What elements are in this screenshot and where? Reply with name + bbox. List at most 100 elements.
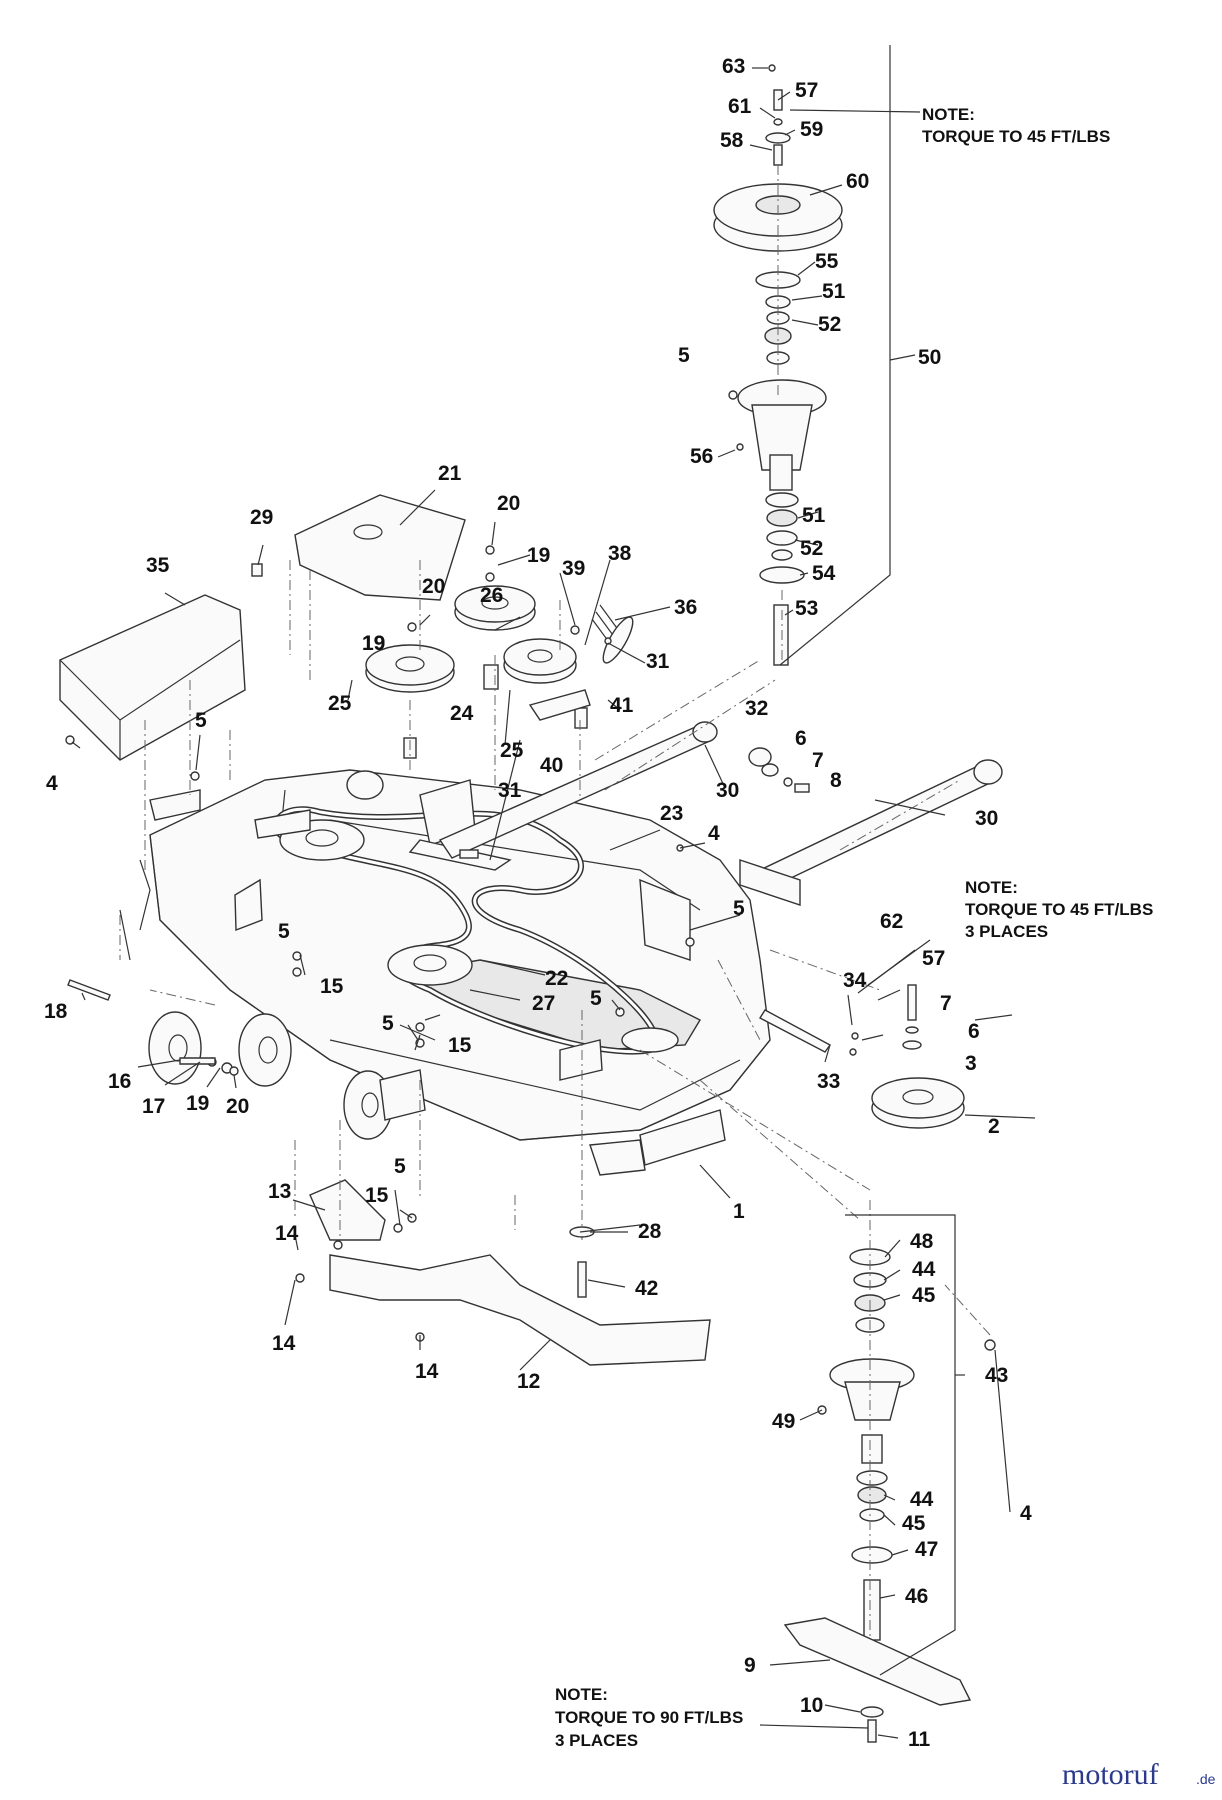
assembly-lines [119,45,991,1676]
callout: 20 [422,575,445,598]
callout: 48 [910,1230,934,1253]
callout: 50 [918,346,941,369]
callout: 22 [545,967,568,990]
callout: 29 [250,506,273,529]
spindle-housing-upper [737,379,827,666]
callout: 45 [902,1512,926,1535]
callout: 25 [328,692,352,715]
callout: 20 [497,492,520,515]
callout: 42 [635,1277,658,1300]
callout: 16 [108,1070,131,1093]
callout: 19 [362,632,385,655]
callout: 56 [690,445,713,468]
callout: 6 [968,1020,980,1043]
outer-spindle-pulley [871,984,965,1129]
callout: 4 [708,822,720,845]
note-bottom: NOTE: TORQUE TO 90 FT/LBS 3 PLACES [555,1685,743,1750]
callout: 40 [540,754,563,777]
callout: 19 [527,544,550,567]
callout: 14 [415,1360,439,1383]
callout: 59 [800,118,823,141]
callout: 27 [532,992,555,1015]
callout: 7 [940,992,952,1015]
callout: 34 [843,969,867,992]
callout: 2 [988,1115,1000,1138]
callout: 17 [142,1095,165,1118]
note-bottom-line-1: NOTE: [555,1685,608,1704]
note-top: NOTE: TORQUE TO 45 FT/LBS [922,105,1110,146]
callout: 51 [822,280,846,303]
callout: 1 [733,1200,745,1223]
callout: 52 [818,313,841,336]
callout: 15 [320,975,344,998]
callout: 51 [802,504,826,527]
callout: 44 [910,1488,934,1511]
callout: 31 [646,650,670,673]
watermark-tld: .de [1196,1771,1216,1787]
callout: 46 [905,1585,928,1608]
note-top-line-2: TORQUE TO 45 FT/LBS [922,127,1110,146]
callout: 5 [590,987,602,1010]
deck-spindle-right [621,1027,679,1053]
callout: 62 [880,910,903,933]
callout: 47 [915,1538,938,1561]
note-middle: NOTE: TORQUE TO 45 FT/LBS 3 PLACES [965,878,1153,941]
callout: 25 [500,739,524,762]
note-bottom-line-3: 3 PLACES [555,1731,638,1750]
callout: 41 [610,694,634,717]
callout: 45 [912,1284,936,1307]
callout: 5 [678,344,690,367]
callout: 8 [830,769,842,792]
callout: 6 [795,727,807,750]
callout: 15 [448,1034,472,1057]
callout: 15 [365,1184,389,1207]
callout: 43 [985,1364,1008,1387]
callout: 61 [728,95,752,118]
callout: 28 [638,1220,662,1243]
callout: 30 [716,779,739,802]
callout: 26 [480,584,503,607]
callout: 19 [186,1092,209,1115]
callout: 33 [817,1070,840,1093]
callout: 5 [733,897,745,920]
belt-cover [294,494,466,601]
callout: 63 [722,55,745,78]
callout: 39 [562,557,585,580]
idler-pulley-right [503,638,577,684]
gauge-wheel-center [238,1013,292,1087]
callout: 24 [450,702,474,725]
idler-pulley-left [365,644,455,693]
idler-pulley-center [454,585,536,631]
watermark-brand: motoruf [1062,1758,1159,1791]
deck-shield [59,594,246,761]
callout: 55 [815,250,839,273]
callout: 36 [674,596,697,619]
note-middle-line-1: NOTE: [965,878,1018,897]
callout: 54 [812,562,836,585]
note-top-line-1: NOTE: [922,105,975,124]
lift-arm-left [438,721,718,859]
lift-arm-right [739,759,1003,906]
callout: 5 [195,709,207,732]
rear-baffle [309,1179,711,1366]
note-bottom-line-2: TORQUE TO 90 FT/LBS [555,1708,743,1727]
callout: 57 [922,947,945,970]
callout: 5 [382,1012,394,1035]
callout: 53 [795,597,818,620]
callout: 58 [720,129,744,152]
gauge-wheel-front [343,1069,426,1140]
callout: 38 [608,542,632,565]
callout: 3 [965,1052,977,1075]
callout: 60 [846,170,869,193]
callout: 35 [146,554,170,577]
callout: 49 [772,1410,795,1433]
callout: 44 [912,1258,936,1281]
callout: 52 [800,537,823,560]
callout: 13 [268,1180,291,1203]
callout: 20 [226,1095,249,1118]
callout: 21 [438,462,462,485]
callout: 32 [745,697,768,720]
mower-blade [783,1617,972,1743]
callout: 5 [394,1155,406,1178]
